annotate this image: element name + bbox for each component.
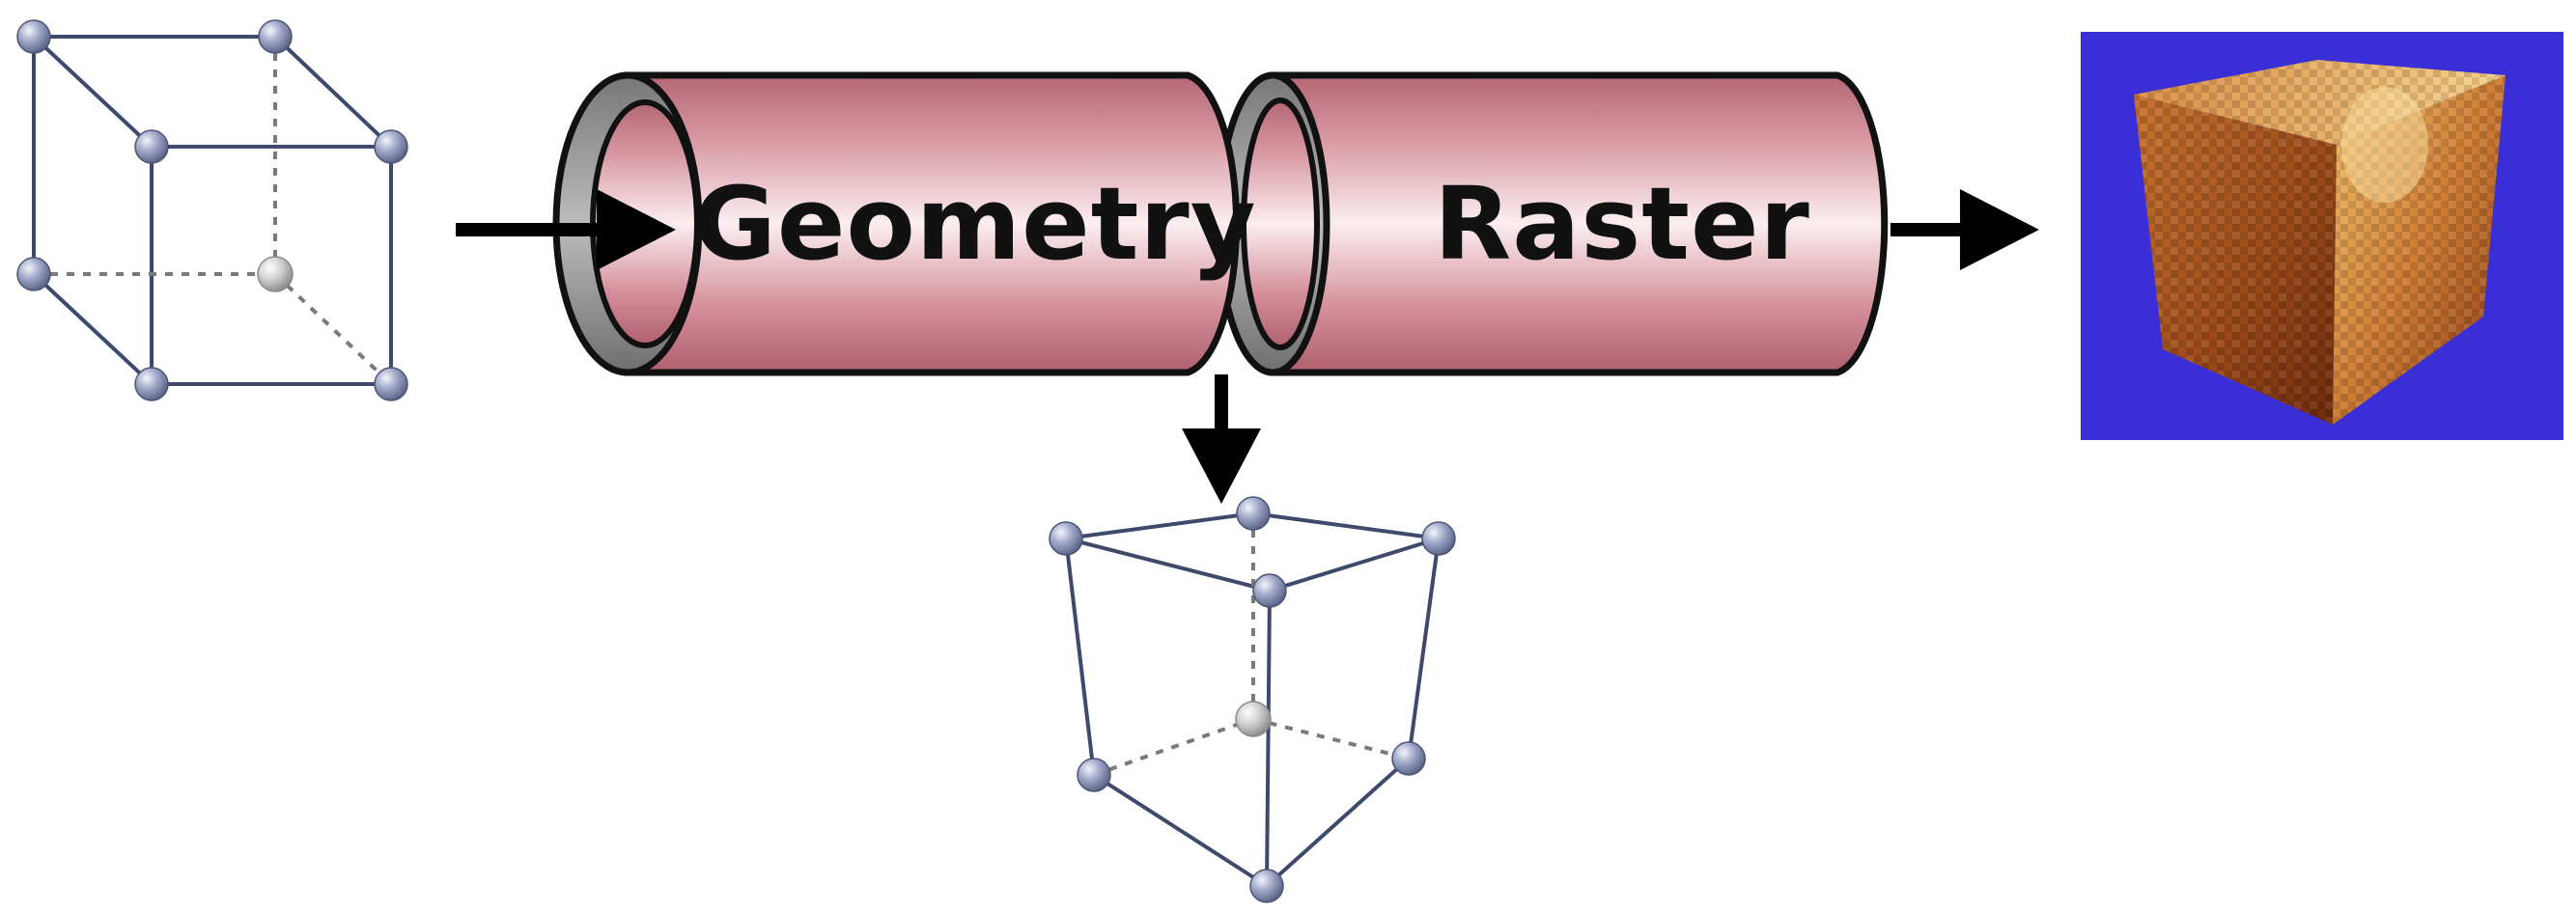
geometry-output-arrow bbox=[1182, 374, 1261, 504]
raster-label: Raster bbox=[1434, 165, 1810, 283]
raster-stage-pipe: Raster bbox=[1215, 71, 1889, 376]
input-arrow-head bbox=[541, 189, 676, 270]
wireframe-cube-icon bbox=[16, 19, 408, 401]
output-arrow bbox=[1890, 189, 2039, 270]
rendered-textured-cube-icon bbox=[2081, 32, 2563, 440]
geometry-label: Geometry bbox=[693, 165, 1256, 283]
projected-wireframe-cube-icon bbox=[1049, 496, 1456, 903]
